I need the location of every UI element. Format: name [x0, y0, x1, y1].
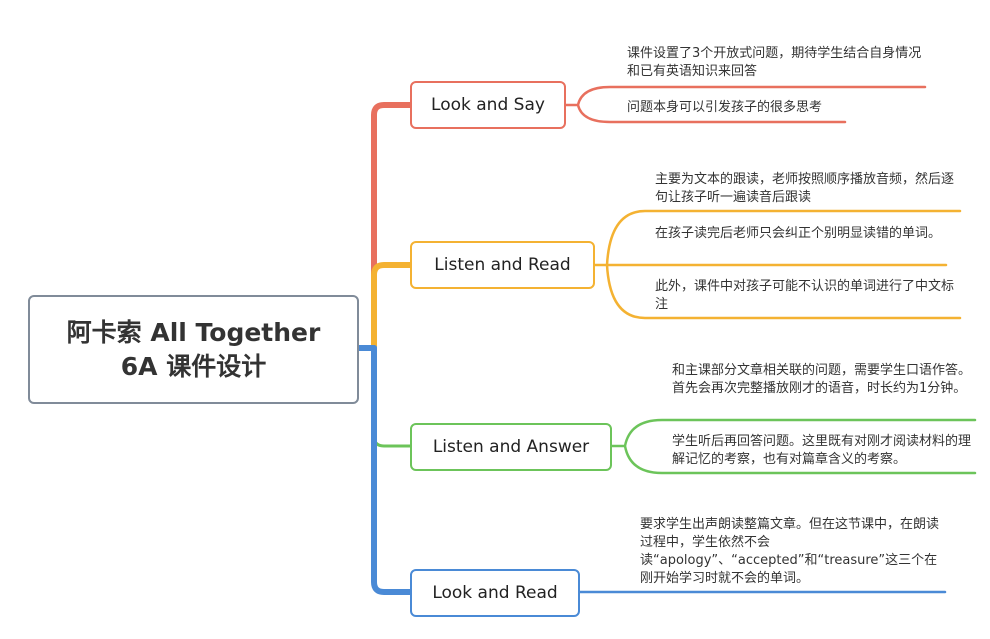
connector-look-and-say [371, 102, 413, 351]
topic-listen-and-read[interactable]: Listen and Read [410, 241, 595, 289]
topic-label: Look and Say [431, 95, 545, 115]
leaf-look-and-say-1[interactable]: 课件设置了3个开放式问题，期待学生结合自身情况和已有英语知识来回答 [627, 46, 922, 79]
leaf-lines-listen-and-answer [610, 418, 977, 475]
connector-listen-and-read [371, 262, 413, 351]
topic-label: Listen and Answer [432, 437, 590, 457]
topic-label: Listen and Read [434, 255, 571, 275]
connector-look-and-read [371, 345, 413, 595]
root-title-line2: 6A 课件设计 [120, 351, 267, 381]
connector-listen-and-answer [372, 346, 412, 448]
leaf-listen-and-read-3[interactable]: 此外，课件中对孩子可能不认识的单词进行了中文标注 [655, 279, 955, 312]
leaf-listen-and-answer-2[interactable]: 学生听后再回答问题。这里既有对刚才阅读材料的理解记忆的考察，也有对篇章含义的考察… [672, 434, 972, 467]
root-title-line1: 阿卡索 All Together [66, 317, 321, 347]
leaf-listen-and-read-1[interactable]: 主要为文本的跟读，老师按照顺序播放音频，然后逐句让孩子听一遍读音后跟读 [655, 172, 955, 205]
topic-label: Look and Read [432, 583, 558, 603]
leaf-lines-look-and-say [564, 85, 927, 124]
leaf-look-and-read-1[interactable]: 要求学生出声朗读整篇文章。但在这节课中，在朗读过程中，学生依然不会读“apolo… [640, 517, 940, 586]
leaf-listen-and-answer-1[interactable]: 和主课部分文章相关联的问题，需要学生口语作答。首先会再次完整播放刚才的语音，时长… [672, 363, 972, 396]
leaf-look-and-say-2[interactable]: 问题本身可以引发孩子的很多思考 [627, 100, 823, 115]
topic-look-and-read[interactable]: Look and Read [410, 569, 580, 617]
topic-listen-and-answer[interactable]: Listen and Answer [410, 423, 612, 471]
topic-look-and-say[interactable]: Look and Say [410, 81, 566, 129]
root-topic[interactable]: 阿卡索 All Together 6A 课件设计 [28, 295, 359, 404]
leaf-lines-listen-and-read [593, 209, 962, 320]
leaf-listen-and-read-2[interactable]: 在孩子读完后老师只会纠正个别明显读错的单词。 [655, 226, 942, 241]
